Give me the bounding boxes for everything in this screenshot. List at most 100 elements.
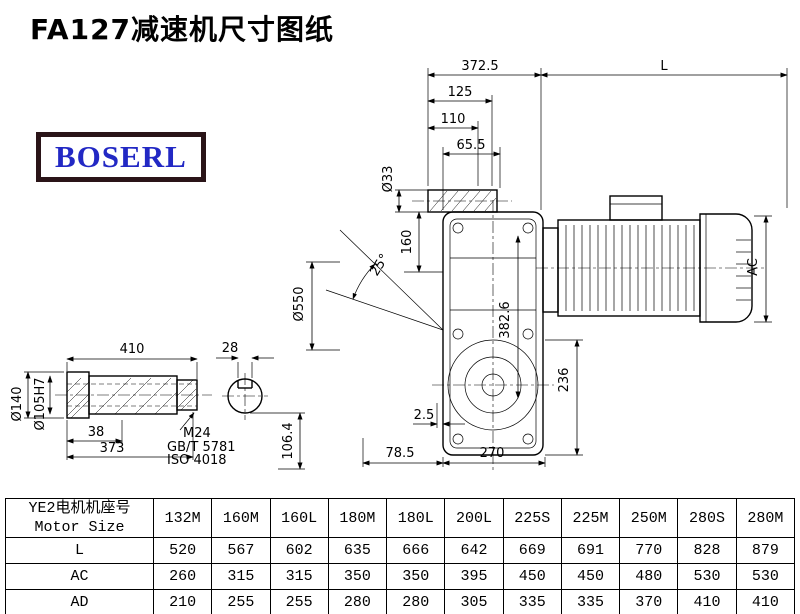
column-header: 180L [386,498,446,538]
dim-dia550: Ø550 [292,286,307,321]
hollow-shaft-detail: 410 Ø140 Ø105H7 38 [10,342,236,468]
dim-25deg: 25° [368,251,393,278]
table-cell: 255 [211,589,271,614]
table-cell: 370 [619,589,679,614]
angle-dimension: 25° [325,229,444,331]
dim-28: 28 [222,341,239,356]
table-cell: 567 [211,537,271,564]
page-title: FA127减速机尺寸图纸 [30,13,335,46]
dim-dia33: Ø33 [381,166,396,193]
dim-236: 236 [557,368,572,393]
dim-dia550-group: Ø550 [292,261,340,351]
dim-dia105h7: Ø105H7 [33,377,48,430]
column-header: 250M [619,498,679,538]
table-cell: 642 [444,537,504,564]
table-header-row: YE2电机机座号 Motor Size 132M 160M 160L 180M … [5,498,796,538]
dim-410: 410 [120,342,145,357]
table-cell: 770 [619,537,679,564]
dim-110: 110 [441,112,466,127]
thread-note-gb: GB/T 5781 [167,440,236,455]
column-header: 280M [735,498,796,538]
table-cell: 669 [502,537,562,564]
shaft-cross-section: 28 [216,341,274,420]
bottom-dimensions: 2.5 78.5 270 [362,403,546,467]
column-header: 160L [269,498,329,538]
table-cell: 260 [152,563,213,590]
table-cell: 335 [502,589,562,614]
dim-38: 38 [88,425,105,440]
table-cell: 305 [444,589,504,614]
dim-106-4-group: 106.4 [250,412,305,470]
column-header: 225S [502,498,562,538]
table-cell: 450 [560,563,621,590]
table-cell: 450 [502,563,562,590]
dim-2-5: 2.5 [414,408,435,423]
table-cell: 602 [269,537,329,564]
table-cell: 280 [327,589,388,614]
table-cell: 395 [444,563,504,590]
table-cell: 280 [386,589,446,614]
dim-236-group: 236 [545,339,583,456]
motor-size-header-en: Motor Size [34,519,125,536]
dim-L: L [660,59,668,74]
table-cell: 635 [327,537,388,564]
dim-373: 373 [100,441,125,456]
column-header: 280S [677,498,737,538]
table-row-L: L 520 567 602 635 666 642 669 691 770 82… [5,537,796,564]
dim-dia140: Ø140 [10,386,25,421]
boserl-logo-text: BOSERL [55,139,187,174]
dim-65-5: 65.5 [457,138,486,153]
gear-housing [432,200,554,470]
table-cell: 350 [327,563,388,590]
boserl-logo: BOSERL [36,132,206,182]
table-cell: 879 [735,537,796,564]
column-header: 132M [152,498,213,538]
motor-size-table: YE2电机机座号 Motor Size 132M 160M 160L 180M … [5,498,796,614]
table-cell: 828 [677,537,737,564]
dim-270: 270 [480,446,505,461]
column-header: 225M [560,498,621,538]
input-shaft [412,189,512,213]
row-label: L [5,537,154,564]
table-cell: 350 [386,563,446,590]
table-cell: 315 [211,563,271,590]
dim-160: 160 [400,230,415,255]
table-cell: 691 [560,537,621,564]
column-header: 160M [211,498,271,538]
table-cell: 410 [735,589,796,614]
table-cell: 315 [269,563,329,590]
thread-note-m24: M24 [183,426,211,441]
dim-106-4: 106.4 [281,422,296,459]
column-header: 200L [444,498,504,538]
thread-note-iso: ISO 4018 [167,453,227,468]
terminal-box [609,195,663,221]
dim-dia33-group: Ø33 [381,166,428,213]
motor-size-header-cn: YE2电机机座号 [28,500,131,517]
table-cell: 335 [560,589,621,614]
row-label: AD [5,589,154,614]
dim-382-6: 382.6 [498,301,513,338]
top-dimensions: 372.5 L 125 110 65.5 [427,59,788,210]
table-row-AD: AD 210 255 255 280 280 305 335 335 370 4… [5,589,796,614]
table-cell: 480 [619,563,679,590]
dim-382-6-group: 382.6 [498,235,521,399]
table-cell: 666 [386,537,446,564]
table-cell: 210 [152,589,213,614]
table-cell: 255 [269,589,329,614]
table-cell: 530 [677,563,737,590]
dim-125: 125 [448,85,473,100]
shaft-hatch [66,377,198,419]
table-cell: 520 [152,537,213,564]
table-cell: 530 [735,563,796,590]
fan-cover [699,213,753,323]
fan-grille [736,239,751,301]
motor-flange [542,227,559,313]
dim-372-5: 372.5 [461,59,498,74]
table-cell: 410 [677,589,737,614]
dim-AC: AC [746,258,761,276]
motor-size-header: YE2电机机座号 Motor Size [5,498,154,538]
dim-78-5: 78.5 [386,446,415,461]
motor [536,195,764,323]
dim-160-group: 160 [400,211,443,273]
